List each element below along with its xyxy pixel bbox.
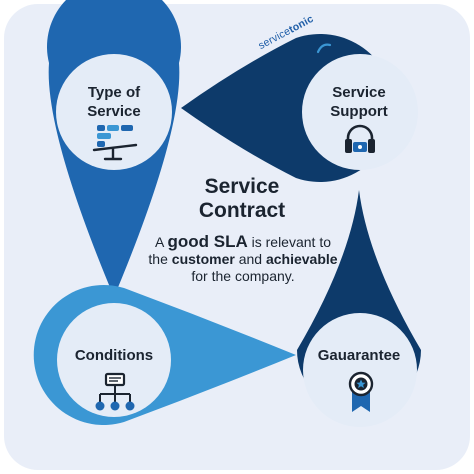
label-conditions-line1: Conditions (74, 347, 154, 364)
label-service-support: Service Support (304, 83, 414, 121)
label-type-of-service-line1: Type of (87, 84, 141, 101)
brand-swirl-icon (316, 43, 332, 54)
circle-guarantee (303, 313, 417, 427)
label-type-of-service: Type of Service (59, 83, 169, 121)
desc-achievable: achievable (265, 251, 338, 267)
center-title-line1: Service (204, 175, 280, 198)
circle-service-support (302, 54, 418, 170)
label-conditions: Conditions (59, 346, 169, 365)
desc-mid2: and (234, 251, 266, 267)
hierarchy-icon (95, 372, 135, 411)
label-guarantee-line1: Gauarantee (317, 347, 401, 364)
desc-mid1: is relevant to the (148, 234, 331, 267)
award-badge-icon (348, 371, 374, 412)
label-service-support-line2: Support (330, 103, 388, 120)
center-title: Service Contract (167, 175, 317, 223)
desc-pre: A (155, 234, 168, 250)
desc-customer: customer (171, 251, 235, 267)
circle-conditions (57, 303, 171, 417)
label-service-support-line1: Service (332, 84, 386, 101)
center-description: A good SLA is relevant to the customer a… (148, 233, 338, 285)
label-type-of-service-line2: Service (87, 103, 141, 120)
headset-icon (345, 124, 375, 153)
desc-good-sla: good SLA (167, 232, 248, 251)
center-title-line2: Contract (198, 199, 286, 222)
label-guarantee: Gauarantee (304, 346, 414, 365)
circle-type-of-service (56, 54, 172, 170)
balance-scale-icon (92, 125, 138, 161)
desc-post: for the company. (191, 268, 295, 284)
